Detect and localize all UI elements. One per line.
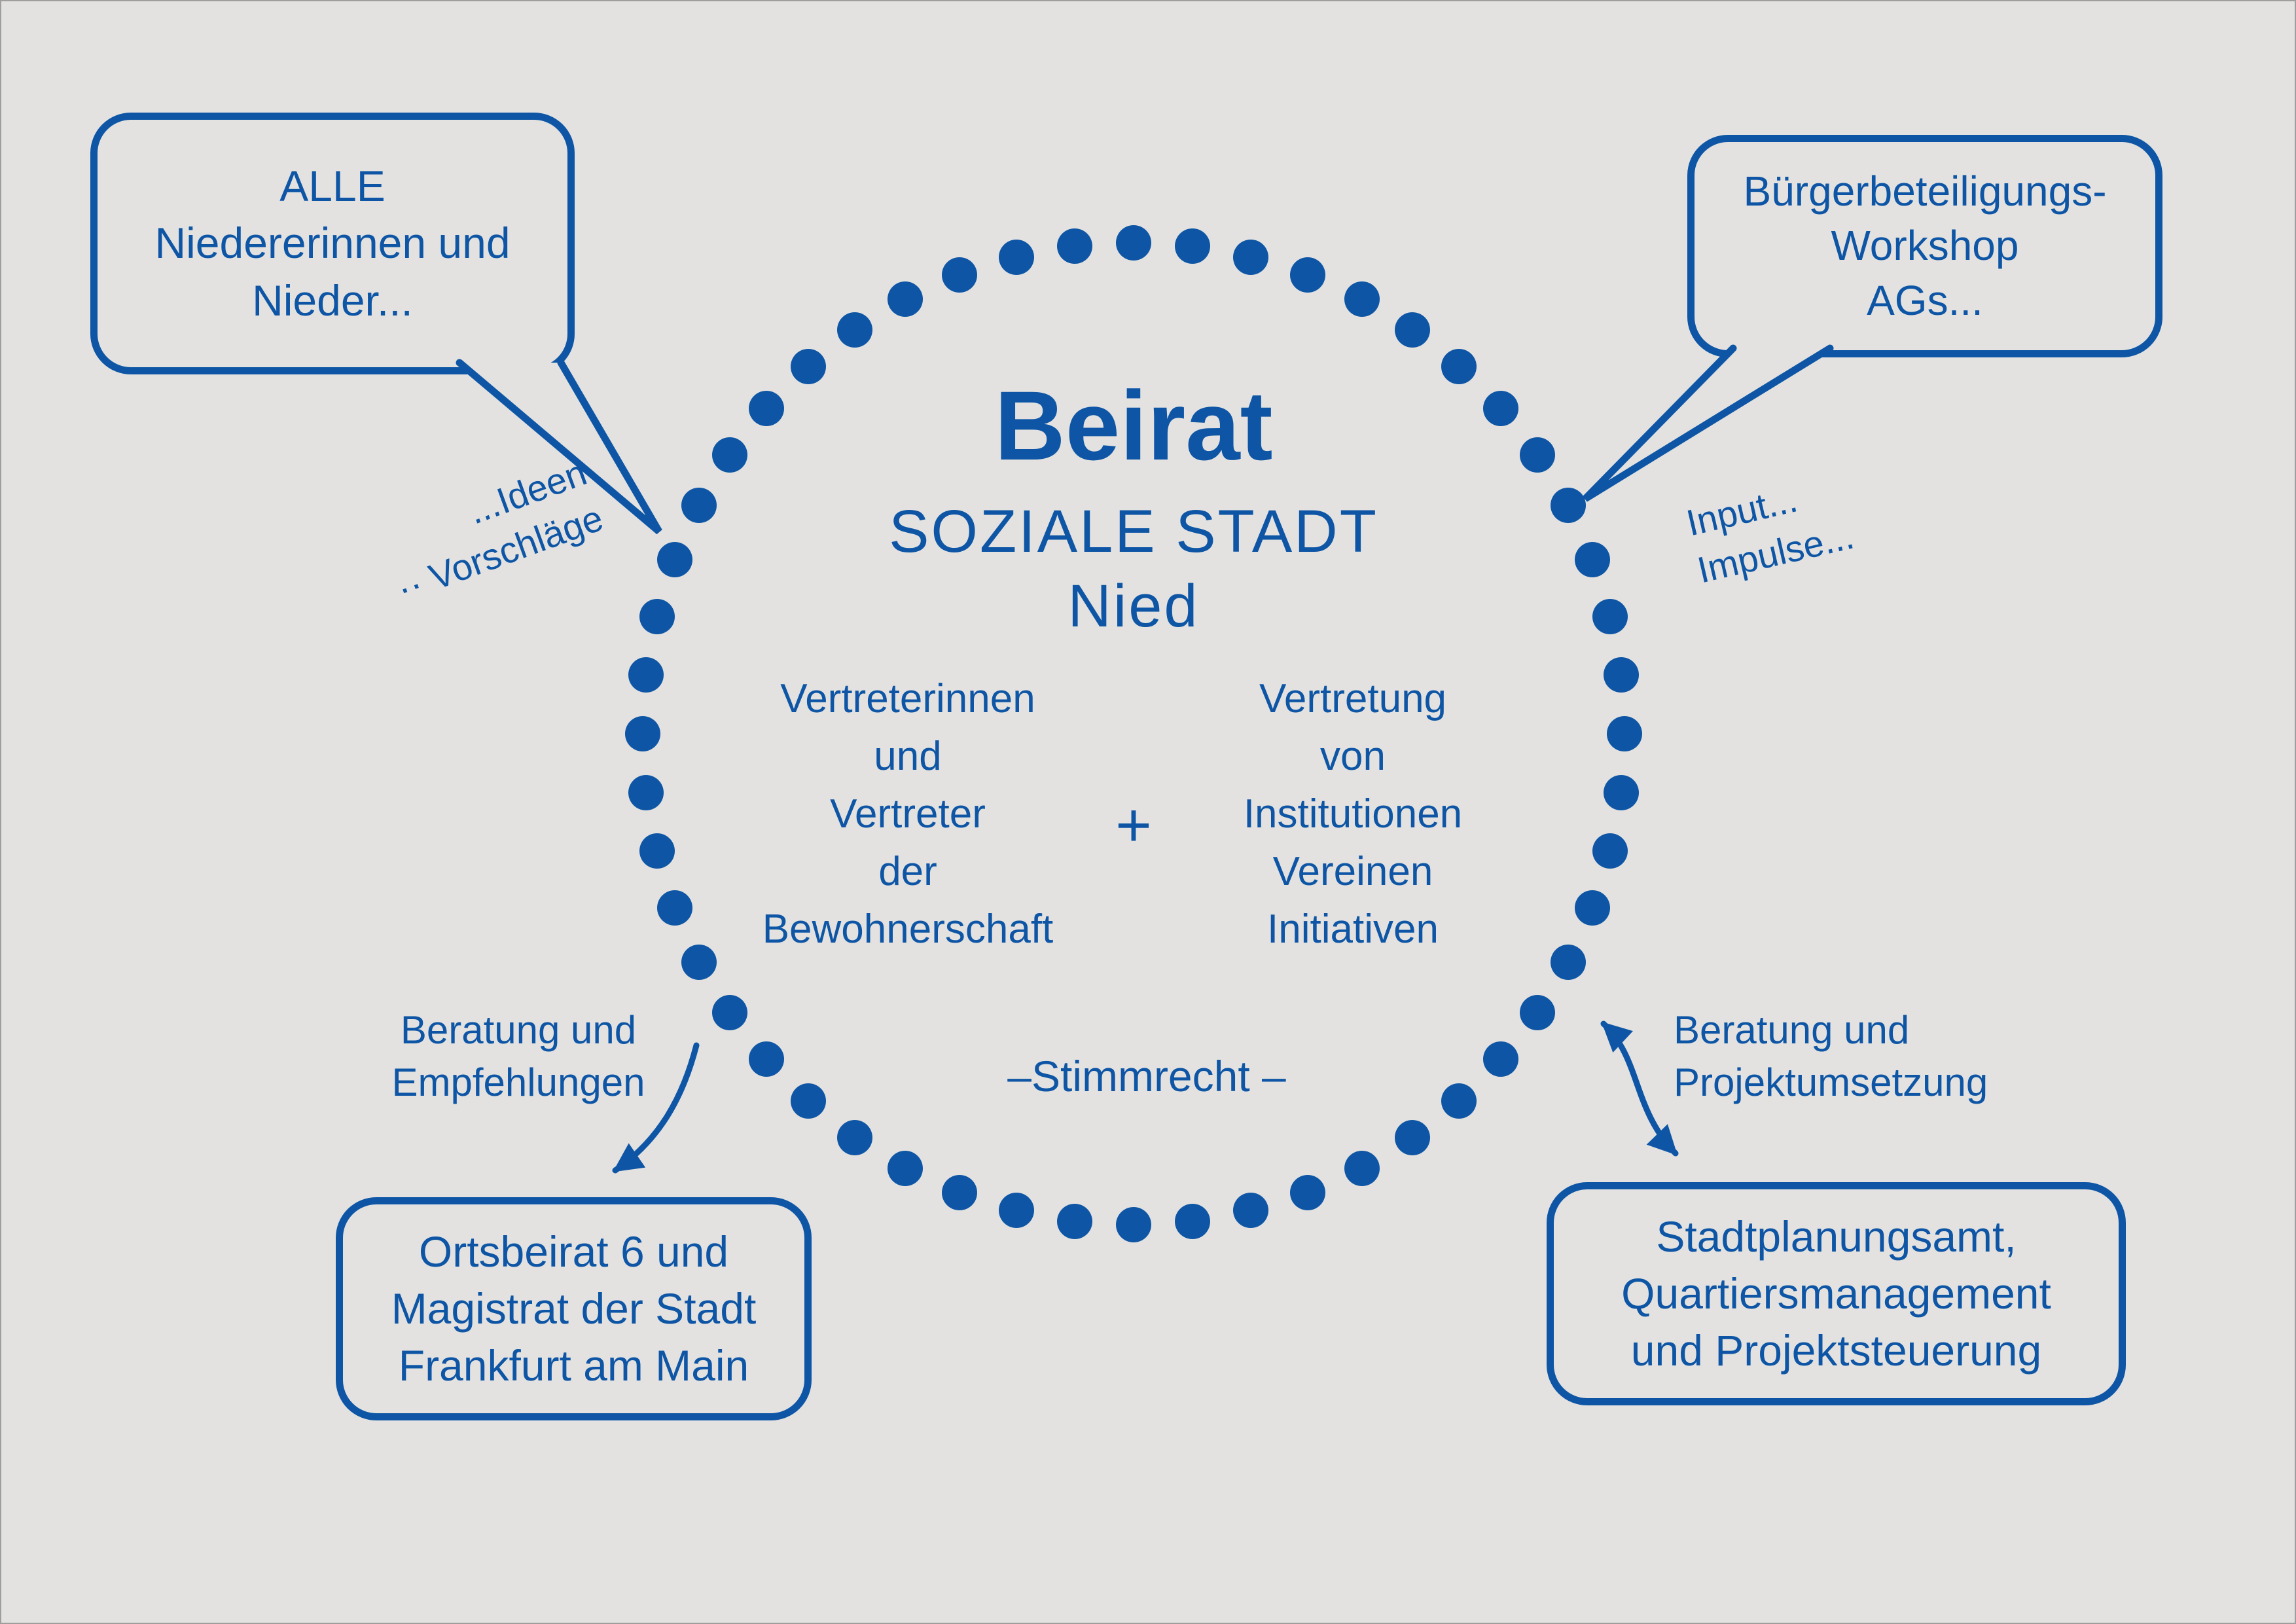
circle-dot <box>1289 257 1325 293</box>
box-bottom-left-line: Ortsbeirat 6 und <box>418 1227 729 1276</box>
circle-dot <box>1441 348 1477 384</box>
box-bottom-right: Stadtplanungsamt, Quartiersmanagement un… <box>1547 1182 2126 1405</box>
circle-dot <box>711 995 747 1031</box>
bubble-top-left: ALLE Niedererinnen und Nieder... <box>90 113 575 374</box>
left-column-line: Bewohnerschaft <box>762 907 1054 952</box>
circle-dot <box>1233 239 1269 275</box>
circle-dot <box>1344 281 1380 317</box>
beratung-projektumsetzung-line: Beratung und <box>1674 1008 1910 1052</box>
beratung-projektumsetzung-line: Projektumsetzung <box>1674 1060 1988 1104</box>
circle-dot <box>656 542 692 578</box>
circle-dot <box>1056 1203 1092 1239</box>
stimmrecht-note: –Stimmrecht – <box>905 1051 1389 1101</box>
bubble-top-right-line: Bürgerbeteiligungs- <box>1743 168 2107 215</box>
left-column-line: der <box>878 849 937 894</box>
right-column: Vertretung von Institutionen Vereinen In… <box>1140 670 1566 958</box>
circle-subtitle-1-text: SOZIALE STADT <box>889 498 1378 565</box>
right-column-line: von <box>1320 734 1386 779</box>
right-column-line: Initiativen <box>1267 907 1439 952</box>
circle-dot <box>836 312 872 348</box>
circle-dot <box>836 1120 872 1156</box>
bubble-top-left-line: Nieder... <box>252 276 413 325</box>
circle-dot <box>1344 1151 1380 1187</box>
bubble-top-right-line: AGs... <box>1867 276 1983 324</box>
circle-dot <box>888 281 924 317</box>
circle-dot <box>790 348 826 384</box>
circle-dot <box>942 1175 978 1211</box>
left-column-line: und <box>874 734 942 779</box>
right-column-line: Institutionen <box>1243 791 1463 837</box>
circle-dot <box>1551 488 1587 524</box>
circle-dot <box>628 775 664 811</box>
box-bottom-left-line: Magistrat der Stadt <box>391 1284 757 1333</box>
circle-dot <box>998 239 1034 275</box>
box-bottom-right-line: Stadtplanungsamt, <box>1656 1212 2017 1261</box>
box-bottom-left-line: Frankfurt am Main <box>398 1341 749 1390</box>
circle-subtitle-1: SOZIALE STADT <box>839 497 1428 566</box>
box-bottom-right-line: Quartiersmanagement <box>1621 1269 2051 1318</box>
circle-dot <box>1483 1041 1519 1077</box>
circle-dot <box>998 1193 1034 1229</box>
beratung-projektumsetzung-label: Beratung und Projektumsetzung <box>1674 1004 2027 1109</box>
circle-dot <box>1592 833 1628 869</box>
right-column-line: Vereinen <box>1272 849 1433 894</box>
circle-dot <box>625 716 660 751</box>
circle-title: Beirat <box>872 369 1395 482</box>
circle-dot <box>628 657 664 693</box>
circle-dot <box>711 437 747 473</box>
circle-dot <box>1483 390 1519 426</box>
circle-dot <box>639 833 675 869</box>
beratung-empfehlungen-line: Beratung und <box>400 1008 637 1052</box>
circle-dot <box>1551 944 1587 980</box>
right-column-line: Vertretung <box>1259 676 1447 721</box>
stimmrecht-note-text: –Stimmrecht – <box>1007 1052 1286 1100</box>
bubble-top-right: Bürgerbeteiligungs- Workshop AGs... <box>1687 135 2162 357</box>
circle-dot <box>1233 1193 1269 1229</box>
beratung-empfehlungen-label: Beratung und Empfehlungen <box>378 1004 659 1109</box>
circle-dot <box>1289 1175 1325 1211</box>
circle-dot <box>1395 1120 1431 1156</box>
circle-dot <box>1175 1203 1211 1239</box>
circle-title-text: Beirat <box>994 370 1273 480</box>
circle-dot <box>1575 542 1611 578</box>
circle-subtitle-2-text: Nied <box>1067 573 1200 640</box>
circle-dot <box>1395 312 1431 348</box>
circle-dot <box>1441 1083 1477 1119</box>
circle-subtitle-2: Nied <box>839 572 1428 641</box>
beratung-empfehlungen-line: Empfehlungen <box>391 1060 645 1104</box>
box-bottom-right-line: und Projektsteuerung <box>1630 1326 2042 1375</box>
circle-dot <box>1116 225 1151 261</box>
circle-dot <box>1520 995 1556 1031</box>
bubble-top-right-line: Workshop <box>1831 222 2019 270</box>
plus-sign: + <box>1085 790 1183 861</box>
circle-dot <box>656 890 692 926</box>
circle-dot <box>639 598 675 634</box>
circle-dot <box>942 257 978 293</box>
circle-dot <box>1175 228 1211 264</box>
circle-dot <box>1592 598 1628 634</box>
circle-dot <box>1603 657 1639 693</box>
plus-sign-text: + <box>1115 791 1152 860</box>
box-bottom-left: Ortsbeirat 6 und Magistrat der Stadt Fra… <box>336 1197 812 1420</box>
circle-dot <box>1116 1207 1151 1242</box>
left-column: Vertreterinnen und Vertreter der Bewohne… <box>695 670 1121 958</box>
circle-dot <box>888 1151 924 1187</box>
circle-dot <box>681 488 717 524</box>
circle-dot <box>1520 437 1556 473</box>
left-column-line: Vertreter <box>830 791 986 837</box>
circle-dot <box>1603 775 1639 811</box>
circle-dot <box>748 1041 784 1077</box>
left-column-line: Vertreterinnen <box>780 676 1035 721</box>
bubble-top-left-line: Niedererinnen und <box>154 219 511 268</box>
bubble-top-left-line: ALLE <box>279 162 386 211</box>
circle-dot <box>748 390 784 426</box>
circle-dot <box>790 1083 826 1119</box>
circle-dot <box>1575 890 1611 926</box>
circle-dot <box>681 944 717 980</box>
circle-dot <box>1056 228 1092 264</box>
circle-dot <box>1607 716 1642 751</box>
